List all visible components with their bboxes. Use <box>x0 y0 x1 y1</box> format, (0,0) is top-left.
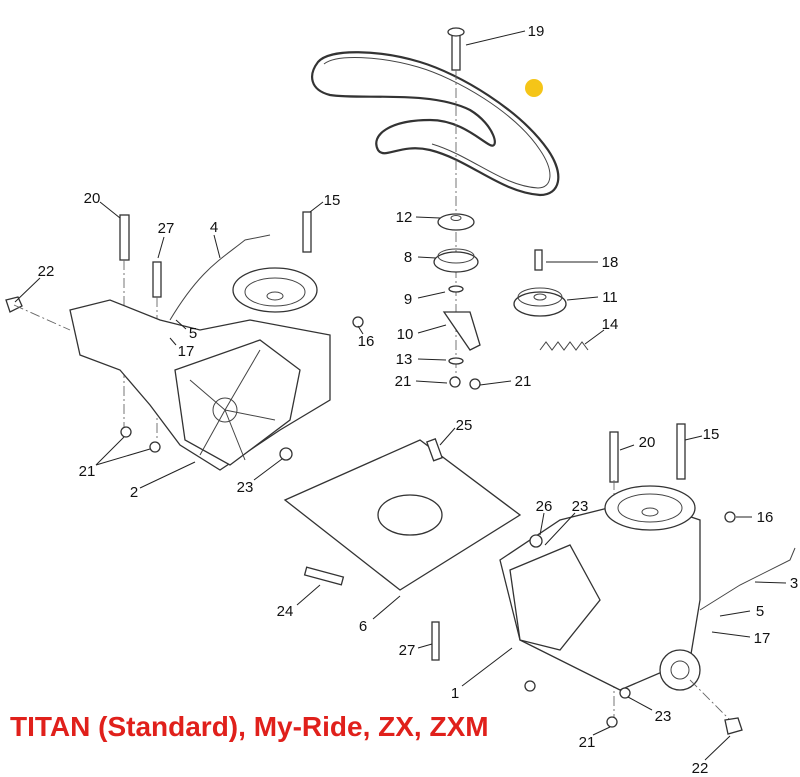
callout-2: 2 <box>130 484 138 501</box>
callout-20: 20 <box>84 190 101 207</box>
callout-21: 21 <box>579 734 596 751</box>
right-transaxle <box>499 423 796 735</box>
idler-assembly <box>433 27 589 390</box>
callout-3: 3 <box>790 575 798 592</box>
callout-1: 1 <box>451 685 459 702</box>
bearing-12 <box>437 213 475 231</box>
idler-pulley-11 <box>513 291 567 317</box>
callout-22: 22 <box>692 760 709 777</box>
callout-8: 8 <box>404 249 412 266</box>
callout-22: 22 <box>38 263 55 280</box>
callout-24: 24 <box>277 603 294 620</box>
callout-11: 11 <box>602 289 618 306</box>
callout-4: 4 <box>210 219 218 236</box>
callout-5: 5 <box>189 325 197 342</box>
callout-27: 27 <box>158 220 175 237</box>
idler-arm-10 <box>442 311 481 351</box>
callout-21: 21 <box>395 373 412 390</box>
callout-10: 10 <box>397 326 414 343</box>
callout-21: 21 <box>79 463 96 480</box>
callout-23: 23 <box>655 708 672 725</box>
callout-20: 20 <box>639 434 656 451</box>
callout-labels: 19 12 8 9 10 13 21 21 11 18 14 20 27 4 1… <box>38 23 799 777</box>
callout-13: 13 <box>396 351 413 368</box>
callout-16: 16 <box>358 333 375 350</box>
pulley-8 <box>433 251 479 273</box>
callout-15: 15 <box>703 426 720 443</box>
callout-21: 21 <box>515 373 532 390</box>
mount-plate-6 <box>283 438 522 661</box>
callout-17: 17 <box>754 630 771 647</box>
callout-26: 26 <box>536 498 553 515</box>
washer-9 <box>448 285 464 293</box>
washer-13 <box>448 357 464 365</box>
callout-16: 16 <box>757 509 774 526</box>
highlight-marker <box>525 79 543 97</box>
callout-6: 6 <box>359 618 367 635</box>
leader-lines <box>14 30 787 761</box>
callout-12: 12 <box>396 209 413 226</box>
callout-17: 17 <box>178 343 195 360</box>
drive-belt <box>311 51 560 197</box>
callout-25: 25 <box>456 417 473 434</box>
callout-14: 14 <box>602 316 619 333</box>
spring-14 <box>539 341 589 351</box>
callout-5: 5 <box>756 603 764 620</box>
callout-18: 18 <box>602 254 619 271</box>
callout-9: 9 <box>404 291 412 308</box>
left-transaxle <box>5 211 364 471</box>
callout-19: 19 <box>528 23 545 40</box>
callout-27: 27 <box>399 642 416 659</box>
rod-4 <box>169 234 271 321</box>
callout-23: 23 <box>237 479 254 496</box>
model-title: TITAN (Standard), My-Ride, ZX, ZXM <box>10 711 489 742</box>
callout-23: 23 <box>572 498 589 515</box>
callout-15: 15 <box>324 192 341 209</box>
rod-3 <box>699 547 796 611</box>
